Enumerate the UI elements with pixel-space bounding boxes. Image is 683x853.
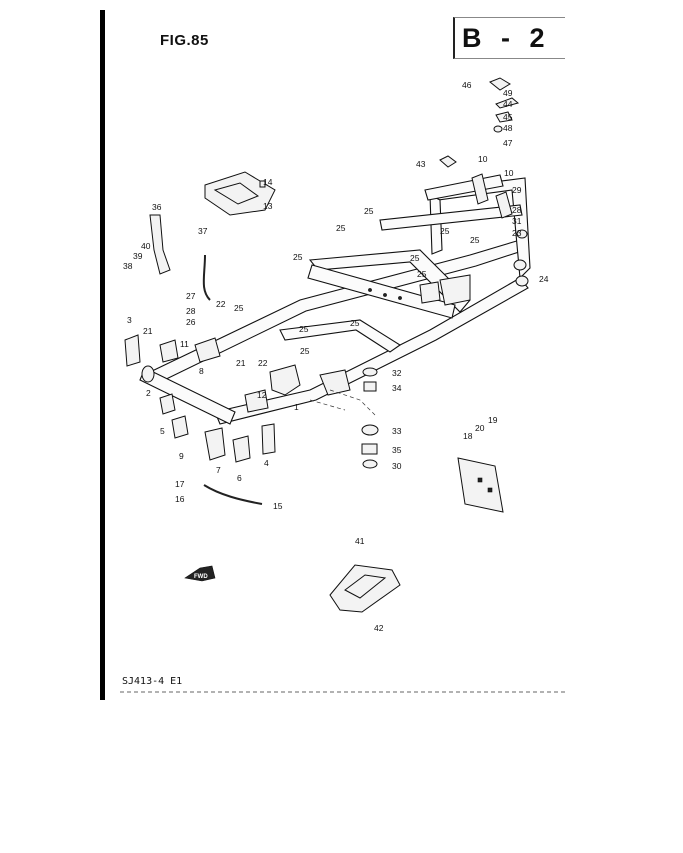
plate-18 bbox=[457, 457, 504, 513]
callout-13: 13 bbox=[263, 201, 273, 211]
callout-25: 25 bbox=[350, 318, 360, 328]
callout-11: 11 bbox=[180, 339, 189, 349]
callout-4: 4 bbox=[264, 458, 269, 468]
figure-number: FIG.85 bbox=[160, 32, 209, 49]
callout-25: 25 bbox=[293, 252, 303, 262]
callout-42: 42 bbox=[374, 623, 384, 633]
callout-25: 25 bbox=[410, 253, 420, 263]
callout-32: 32 bbox=[392, 368, 402, 378]
callout-36: 36 bbox=[152, 202, 162, 212]
callout-37: 37 bbox=[198, 226, 208, 236]
chassis-frame bbox=[139, 174, 531, 425]
callout-33: 33 bbox=[392, 426, 402, 436]
callout-5: 5 bbox=[160, 426, 165, 436]
callout-28: 28 bbox=[186, 306, 196, 316]
callout-8: 8 bbox=[199, 366, 204, 376]
callout-10: 10 bbox=[478, 154, 488, 164]
callout-49: 49 bbox=[503, 88, 513, 98]
callout-27: 27 bbox=[186, 291, 196, 301]
callout-16: 16 bbox=[175, 494, 185, 504]
callout-25: 25 bbox=[299, 324, 309, 334]
callout-46: 46 bbox=[462, 80, 472, 90]
loose-parts bbox=[124, 77, 529, 613]
section-box bbox=[453, 17, 565, 59]
callout-17: 17 bbox=[175, 479, 185, 489]
callout-12: 12 bbox=[257, 390, 267, 400]
callout-38: 38 bbox=[123, 261, 133, 271]
forward-arrow bbox=[184, 565, 216, 582]
callout-31: 31 bbox=[512, 216, 522, 226]
callout-15: 15 bbox=[273, 501, 283, 511]
callout-25: 25 bbox=[234, 303, 244, 313]
callout-18: 18 bbox=[463, 431, 473, 441]
callout-43: 43 bbox=[416, 159, 426, 169]
callout-25: 25 bbox=[440, 226, 450, 236]
scan-edge-bar bbox=[100, 10, 105, 700]
callout-6: 6 bbox=[237, 473, 242, 483]
callout-24: 24 bbox=[539, 274, 549, 284]
bracket-36 bbox=[149, 214, 171, 275]
callout-21: 21 bbox=[236, 358, 246, 368]
callout-40: 40 bbox=[141, 241, 151, 251]
callout-41: 41 bbox=[355, 536, 365, 546]
callout-7: 7 bbox=[216, 465, 221, 475]
callout-25: 25 bbox=[470, 235, 480, 245]
callout-48: 48 bbox=[503, 123, 513, 133]
callout-20: 20 bbox=[475, 423, 485, 433]
callout-9: 9 bbox=[179, 451, 184, 461]
callout-14: 14 bbox=[263, 177, 273, 187]
footer-code: SJ413-4 E1 bbox=[122, 676, 183, 687]
forward-arrow-label: FWD bbox=[194, 574, 208, 580]
callout-2: 2 bbox=[146, 388, 151, 398]
callout-10: 10 bbox=[504, 168, 514, 178]
callout-34: 34 bbox=[392, 383, 402, 393]
callout-28: 28 bbox=[512, 205, 522, 215]
callout-26: 26 bbox=[186, 317, 196, 327]
callout-39: 39 bbox=[133, 251, 143, 261]
section-label: B - 2 bbox=[462, 23, 551, 53]
callout-21: 21 bbox=[143, 326, 153, 336]
callout-35: 35 bbox=[392, 445, 402, 455]
callout-29: 29 bbox=[512, 185, 522, 195]
callout-45: 45 bbox=[503, 112, 513, 122]
callout-23: 23 bbox=[512, 228, 522, 238]
callout-47: 47 bbox=[503, 138, 513, 148]
callout-1: 1 bbox=[294, 402, 299, 412]
callout-19: 19 bbox=[488, 415, 498, 425]
callout-25: 25 bbox=[364, 206, 374, 216]
callout-25: 25 bbox=[300, 346, 310, 356]
callout-3: 3 bbox=[127, 315, 132, 325]
callout-25: 25 bbox=[336, 223, 346, 233]
callout-25: 25 bbox=[417, 269, 427, 279]
callout-30: 30 bbox=[392, 461, 402, 471]
callout-44: 44 bbox=[503, 99, 513, 109]
front-tube-end bbox=[141, 365, 155, 383]
callout-22: 22 bbox=[216, 299, 226, 309]
callout-22: 22 bbox=[258, 358, 268, 368]
